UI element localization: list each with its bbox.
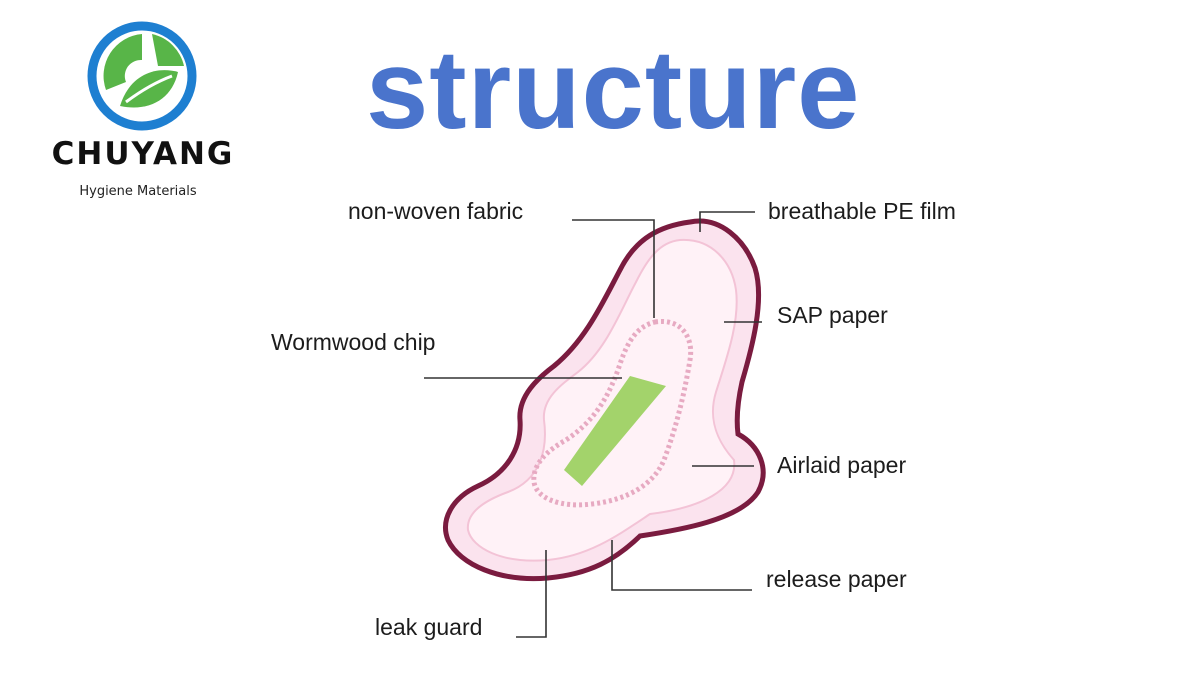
- leader-leak: [516, 550, 547, 638]
- label-nonwoven-fabric: non-woven fabric: [348, 198, 524, 224]
- brand-tagline: Hygiene Materials: [79, 184, 197, 199]
- label-release-paper: release paper: [766, 566, 907, 592]
- label-breathable-pe-film: breathable PE film: [768, 198, 956, 224]
- wormwood-chip: [564, 376, 666, 486]
- leader-nonwoven: [572, 219, 655, 318]
- leader-pe-film: [699, 211, 755, 232]
- label-wormwood-chip: Wormwood chip: [271, 329, 436, 355]
- label-leak-guard: leak guard: [375, 614, 483, 640]
- label-sap-paper: SAP paper: [777, 302, 888, 328]
- leaf-circle-icon: [87, 21, 197, 131]
- brand-name: CHUYANG: [51, 136, 235, 172]
- sanitary-pad: [443, 218, 766, 582]
- pad-channel: [531, 318, 694, 508]
- page-title: structure: [366, 27, 861, 152]
- brand-logo: CHUYANG Hygiene Materials: [48, 18, 238, 208]
- label-airlaid-paper: Airlaid paper: [777, 452, 907, 478]
- leader-release: [611, 540, 752, 591]
